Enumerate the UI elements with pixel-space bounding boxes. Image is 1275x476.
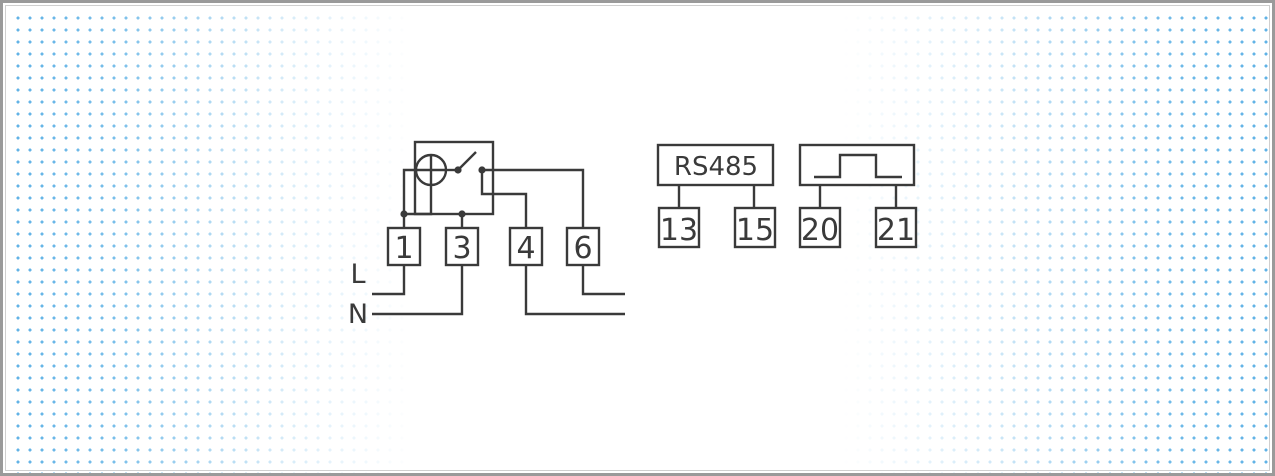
wire-coil-feed xyxy=(402,168,416,228)
power-terminals: 1 3 4 6 xyxy=(386,226,601,267)
terminal-3-label: 3 xyxy=(452,231,471,266)
junction-dot-3 xyxy=(458,210,466,218)
rs485-box xyxy=(656,143,775,187)
terminal-4-box xyxy=(508,226,544,267)
dot-pattern-background xyxy=(9,9,1272,473)
meter-switch-block xyxy=(413,140,495,216)
terminal-6-box xyxy=(565,226,601,267)
terminal-1-label: 1 xyxy=(394,231,413,266)
terminal-20-box xyxy=(798,206,842,249)
pulse-output-module: 20 21 xyxy=(798,143,918,249)
wiring xyxy=(372,168,625,316)
meter-enclosure xyxy=(413,140,495,216)
terminal-15-box xyxy=(733,206,777,249)
wire-switch-to-4 xyxy=(480,170,528,228)
switch-pivot xyxy=(454,166,462,174)
wire-live-output xyxy=(581,265,625,296)
label-neutral: N xyxy=(348,299,368,330)
terminal-21-label: 21 xyxy=(877,213,915,248)
junction-dot-1 xyxy=(400,210,408,218)
rs485-module: RS485 13 15 xyxy=(656,143,777,249)
wire-coil-return xyxy=(404,185,433,216)
rs485-label: RS485 xyxy=(674,152,758,182)
terminal-20-label: 20 xyxy=(801,213,839,248)
switch-blade xyxy=(457,151,477,171)
wire-neutral-output xyxy=(524,265,625,316)
pulse-symbol xyxy=(814,153,902,179)
wire-live-input xyxy=(372,265,406,296)
terminal-15-label: 15 xyxy=(736,213,774,248)
terminal-4-label: 4 xyxy=(516,231,535,266)
terminal-6-label: 6 xyxy=(573,231,592,266)
terminal-3-box xyxy=(444,226,480,267)
pulse-box xyxy=(798,143,916,187)
terminal-21-box xyxy=(874,206,918,249)
wire-neutral-input xyxy=(372,265,464,316)
terminal-13-box xyxy=(657,206,701,249)
terminal-1-box xyxy=(386,226,422,267)
terminal-13-label: 13 xyxy=(660,213,698,248)
label-live: L xyxy=(350,259,365,290)
wire-switch-to-6 xyxy=(482,168,585,228)
